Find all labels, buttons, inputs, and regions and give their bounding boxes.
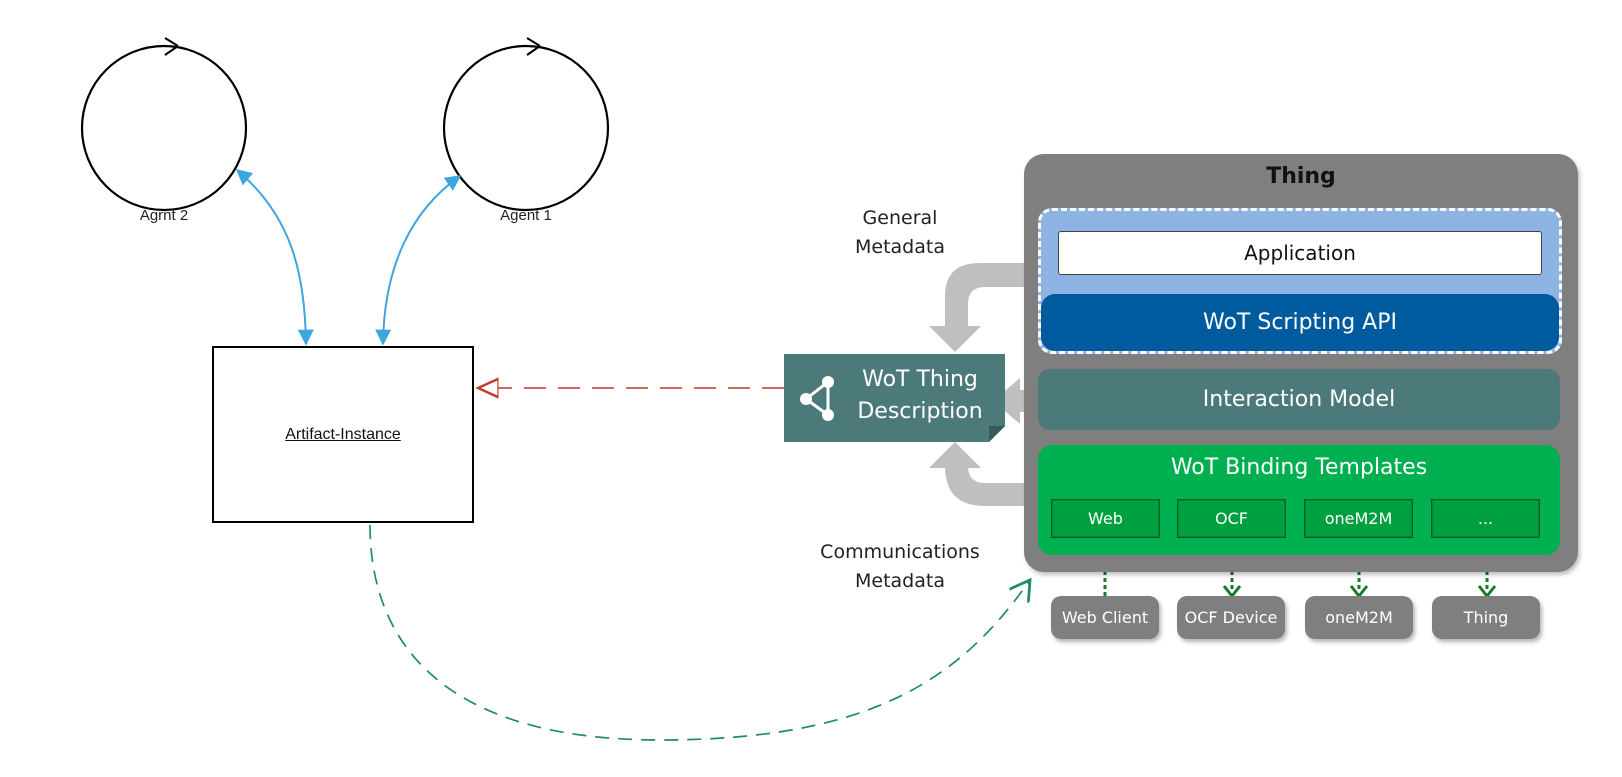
communications-metadata-arrow [929, 442, 1036, 506]
artifact-to-thing-arrow [369, 524, 1030, 741]
agent-2-connector [235, 168, 314, 346]
share-icon [800, 376, 834, 421]
binding-ocf[interactable]: OCF [1177, 499, 1286, 538]
thing-title: Thing [1266, 164, 1336, 189]
agent-2-label: Agrnt 2 [139, 207, 189, 224]
cycle-arrow-icon [526, 37, 541, 56]
device-onem2m[interactable]: oneM2M [1305, 596, 1413, 639]
thing-description-box[interactable] [784, 354, 1005, 442]
agent-1-connector [375, 175, 462, 346]
interaction-model-arrow [993, 378, 1040, 424]
scripting-api-box[interactable]: WoT Scripting API [1041, 294, 1559, 351]
agent-2-node [80, 37, 248, 212]
binding-web[interactable]: Web [1051, 499, 1160, 538]
general-metadata-label: General Metadata [855, 207, 945, 258]
cycle-arrow-icon [164, 37, 179, 56]
interaction-model-box[interactable]: Interaction Model [1038, 369, 1560, 430]
general-metadata-arrow-body [945, 264, 1036, 326]
agent-1-label: Agent 1 [500, 207, 552, 224]
binding-more[interactable]: ... [1431, 499, 1540, 538]
communications-metadata-label: Communications Metadata [820, 541, 980, 592]
binding-templates-title: WoT Binding Templates [1170, 455, 1428, 480]
binding-onem2m[interactable]: oneM2M [1304, 499, 1413, 538]
agent-1-node [442, 37, 610, 212]
device-web-client[interactable]: Web Client [1051, 596, 1159, 639]
artifact-instance-box[interactable]: Artifact-Instance [212, 346, 474, 523]
thing-description-label: WoT Thing Description [857, 367, 983, 424]
folded-corner-shape [989, 426, 1005, 442]
device-ocf[interactable]: OCF Device [1177, 596, 1285, 639]
artifact-instance-label: Artifact-Instance [285, 425, 401, 443]
device-thing[interactable]: Thing [1432, 596, 1540, 639]
application-box[interactable]: Application [1058, 231, 1542, 275]
